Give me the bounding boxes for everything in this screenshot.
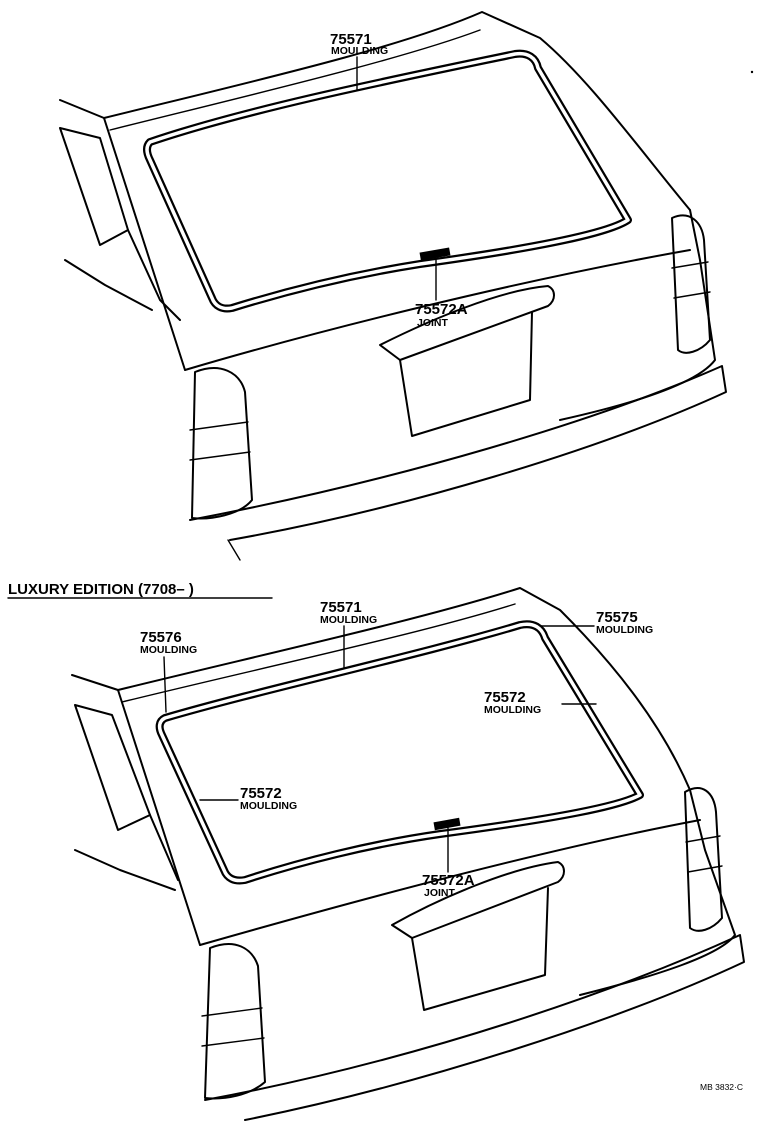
luxury-edition-header: LUXURY EDITION (7708– ) (7, 581, 273, 599)
svg-text:75571: 75571 (320, 599, 362, 616)
svg-text:MOULDING: MOULDING (240, 800, 297, 812)
svg-text:JOINT: JOINT (424, 887, 456, 899)
callout-75576-luxury: 75576 MOULDING (140, 629, 197, 713)
svg-text:MOULDING: MOULDING (140, 644, 197, 656)
callout-75571-luxury: 75571 MOULDING (320, 599, 377, 669)
svg-text:75572: 75572 (484, 689, 526, 706)
svg-text:75576: 75576 (140, 629, 182, 646)
svg-text:MOULDING: MOULDING (596, 624, 653, 636)
svg-text:MOULDING: MOULDING (320, 614, 377, 626)
svg-text:75571: 75571 (330, 31, 372, 48)
callout-75572A-top: 75572A JOINT (415, 257, 468, 329)
callout-75572-right-luxury: 75572 MOULDING (484, 689, 597, 716)
joint-marker-top (419, 247, 451, 261)
svg-text:75575: 75575 (596, 609, 638, 626)
callout-75572A-luxury: 75572A JOINT (422, 827, 475, 899)
drawing-code: MB 3832·C (700, 1082, 743, 1092)
svg-text:75572A: 75572A (415, 301, 468, 318)
luxury-rear-view (71, 587, 745, 1121)
joint-marker-luxury (433, 817, 461, 831)
callout-75575-luxury: 75575 MOULDING (539, 609, 653, 636)
callout-75572-left-luxury: 75572 MOULDING (199, 785, 297, 812)
svg-text:MOULDING: MOULDING (331, 45, 388, 57)
callout-75571-top: 75571 MOULDING (330, 31, 388, 91)
svg-text:MOULDING: MOULDING (484, 704, 541, 716)
svg-text:75572: 75572 (240, 785, 282, 802)
svg-text:LUXURY EDITION (7708– ): LUXURY EDITION (7708– ) (8, 581, 194, 598)
stray-dot (750, 70, 754, 74)
svg-text:75572A: 75572A (422, 872, 475, 889)
svg-text:JOINT: JOINT (417, 317, 449, 329)
top-rear-view (59, 11, 727, 561)
